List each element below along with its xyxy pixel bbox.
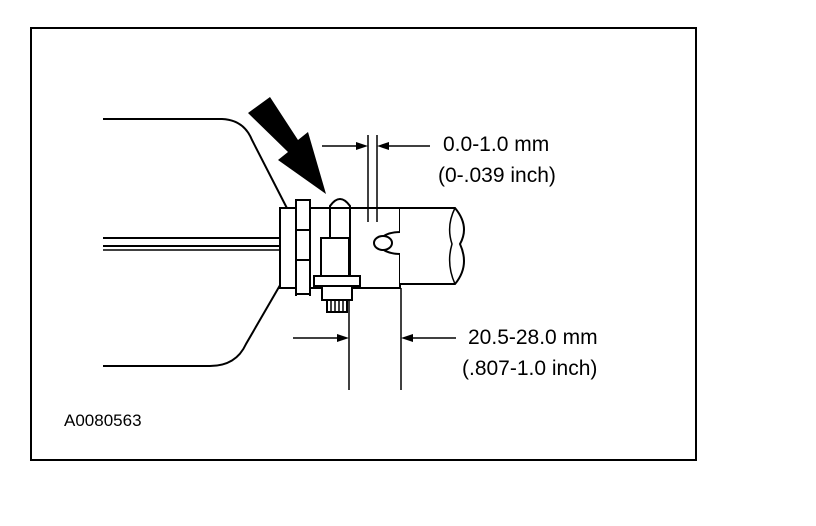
gap-arrowhead (356, 142, 368, 150)
gap-arrowhead (377, 142, 389, 150)
bolt-body (320, 237, 350, 277)
clamp-ring-block (295, 259, 311, 295)
tail-pipe (400, 207, 465, 285)
figure-frame (30, 27, 697, 461)
gap-imperial-label: (0-.039 inch) (438, 164, 556, 187)
length-arrowhead (401, 334, 413, 342)
left-pipe-outline (103, 118, 293, 219)
threaded-stud (326, 299, 348, 313)
length-imperial-label: (.807-1.0 inch) (462, 357, 598, 380)
length-metric-label: 20.5-28.0 mm (468, 326, 598, 349)
gap-metric-label: 0.0-1.0 mm (443, 133, 550, 156)
length-arrowhead (337, 334, 349, 342)
u-bolt (329, 198, 351, 292)
tail-pipe-end (448, 207, 456, 285)
left-pipe-outline-lower (103, 267, 291, 367)
nut (313, 275, 361, 287)
figure-id-label: A0080563 (64, 411, 142, 430)
nut (321, 285, 353, 301)
pointer-arrow (248, 97, 326, 194)
clamp-ring-block (295, 199, 311, 231)
clamp-slot (373, 235, 393, 251)
